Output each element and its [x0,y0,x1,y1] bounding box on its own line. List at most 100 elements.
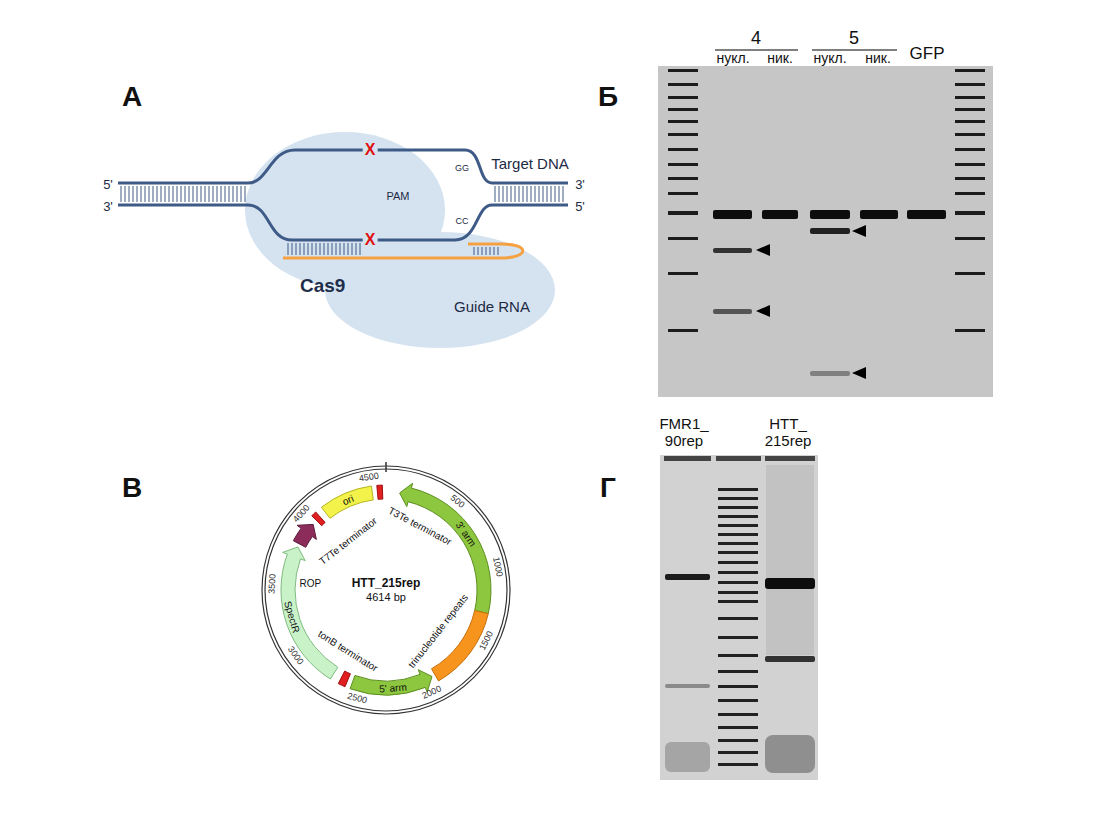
ladder-band [718,763,758,766]
dna-band [810,228,850,234]
lane-label: ник. [865,51,891,66]
base-pair [499,186,500,202]
arrowhead-marker [852,367,866,379]
dna-band [713,309,752,314]
ladder-band [718,654,758,657]
ladder-band [955,148,985,151]
base-pair [241,186,242,202]
ladder-band [668,192,698,195]
base-pair [356,243,357,255]
dna-band [765,578,815,589]
arrowhead-marker [852,225,866,237]
strand-end: 3' [575,178,585,192]
ladder-band [668,163,698,166]
rna-label: Guide RNA [454,299,530,316]
ladder-band [668,69,698,72]
feature-arrow [338,671,350,687]
lane-group: 5 [849,29,859,49]
ladder-band [668,120,698,123]
ladder-band [718,542,758,545]
base-pair [304,243,305,255]
arrowhead-marker [756,305,770,317]
ladder-band [955,237,985,240]
base-pair [344,243,345,255]
base-pair [169,186,170,202]
base-pair [181,186,182,202]
ladder-band [718,571,758,574]
dna-band [713,248,752,253]
ladder-band [668,108,698,111]
feature-arrow [321,486,373,518]
base-pair [177,186,178,202]
base-pair [312,243,313,255]
base-pair [498,247,499,255]
dna-band [665,574,710,580]
base-pair [292,243,293,255]
feature-arrow [350,670,432,695]
feature-label: T7Te terminator [317,515,379,567]
base-pair [515,186,516,202]
ladder-band [955,83,985,86]
plasmid-ring [256,460,516,720]
strand-end: 3' [103,200,113,214]
dna-band [713,210,752,219]
base-pair [157,186,158,202]
bp-tick-label: 3500 [268,574,279,595]
base-pair [539,186,540,202]
ladder-band [718,699,758,702]
pam-base: CC [456,217,469,227]
strand-end: 5' [103,178,113,192]
base-pair [225,186,226,202]
base-pair [531,186,532,202]
pam-base: GG [455,164,469,174]
base-pair [543,186,544,202]
feature-arrow [312,512,325,526]
ladder-band [955,133,985,136]
ladder-band [955,177,985,180]
plasmid-map: HTT_215rep4614 bp [256,460,516,720]
base-pair [559,186,560,202]
base-pair [197,186,198,202]
ladder-band [718,726,758,729]
base-pair [209,186,210,202]
ladder-band [955,329,985,332]
ladder-band [955,108,985,111]
ladder-band [718,488,758,491]
base-pair [511,186,512,202]
strand-end: 5' [575,200,585,214]
dna-band [907,210,946,219]
panel-letter: Б [598,82,618,113]
base-pair [173,186,174,202]
ladder-band [718,515,758,518]
base-pair [360,243,361,255]
base-pair [161,186,162,202]
base-pair [129,186,130,202]
base-pair [486,247,487,255]
gel-well [664,456,711,461]
base-pair [205,186,206,202]
base-pair [535,186,536,202]
base-pair [245,186,246,202]
ladder-band [718,713,758,716]
ladder-band [718,670,758,673]
blob-lobe [325,232,555,348]
feature-arrow [293,524,316,547]
base-pair [503,186,504,202]
base-pair [551,186,552,202]
ladder-band [718,685,758,688]
base-pair [507,186,508,202]
ladder-band [718,581,758,584]
base-pair [324,243,325,255]
base-pair [121,186,122,202]
ladder-band [718,636,758,639]
base-pair [217,186,218,202]
ladder-band [718,497,758,500]
ladder-band [718,751,758,754]
ladder-band [668,211,698,215]
base-pair [141,186,142,202]
bp-tick-label: 2500 [346,692,368,707]
base-pair [328,243,329,255]
base-pair [340,243,341,255]
